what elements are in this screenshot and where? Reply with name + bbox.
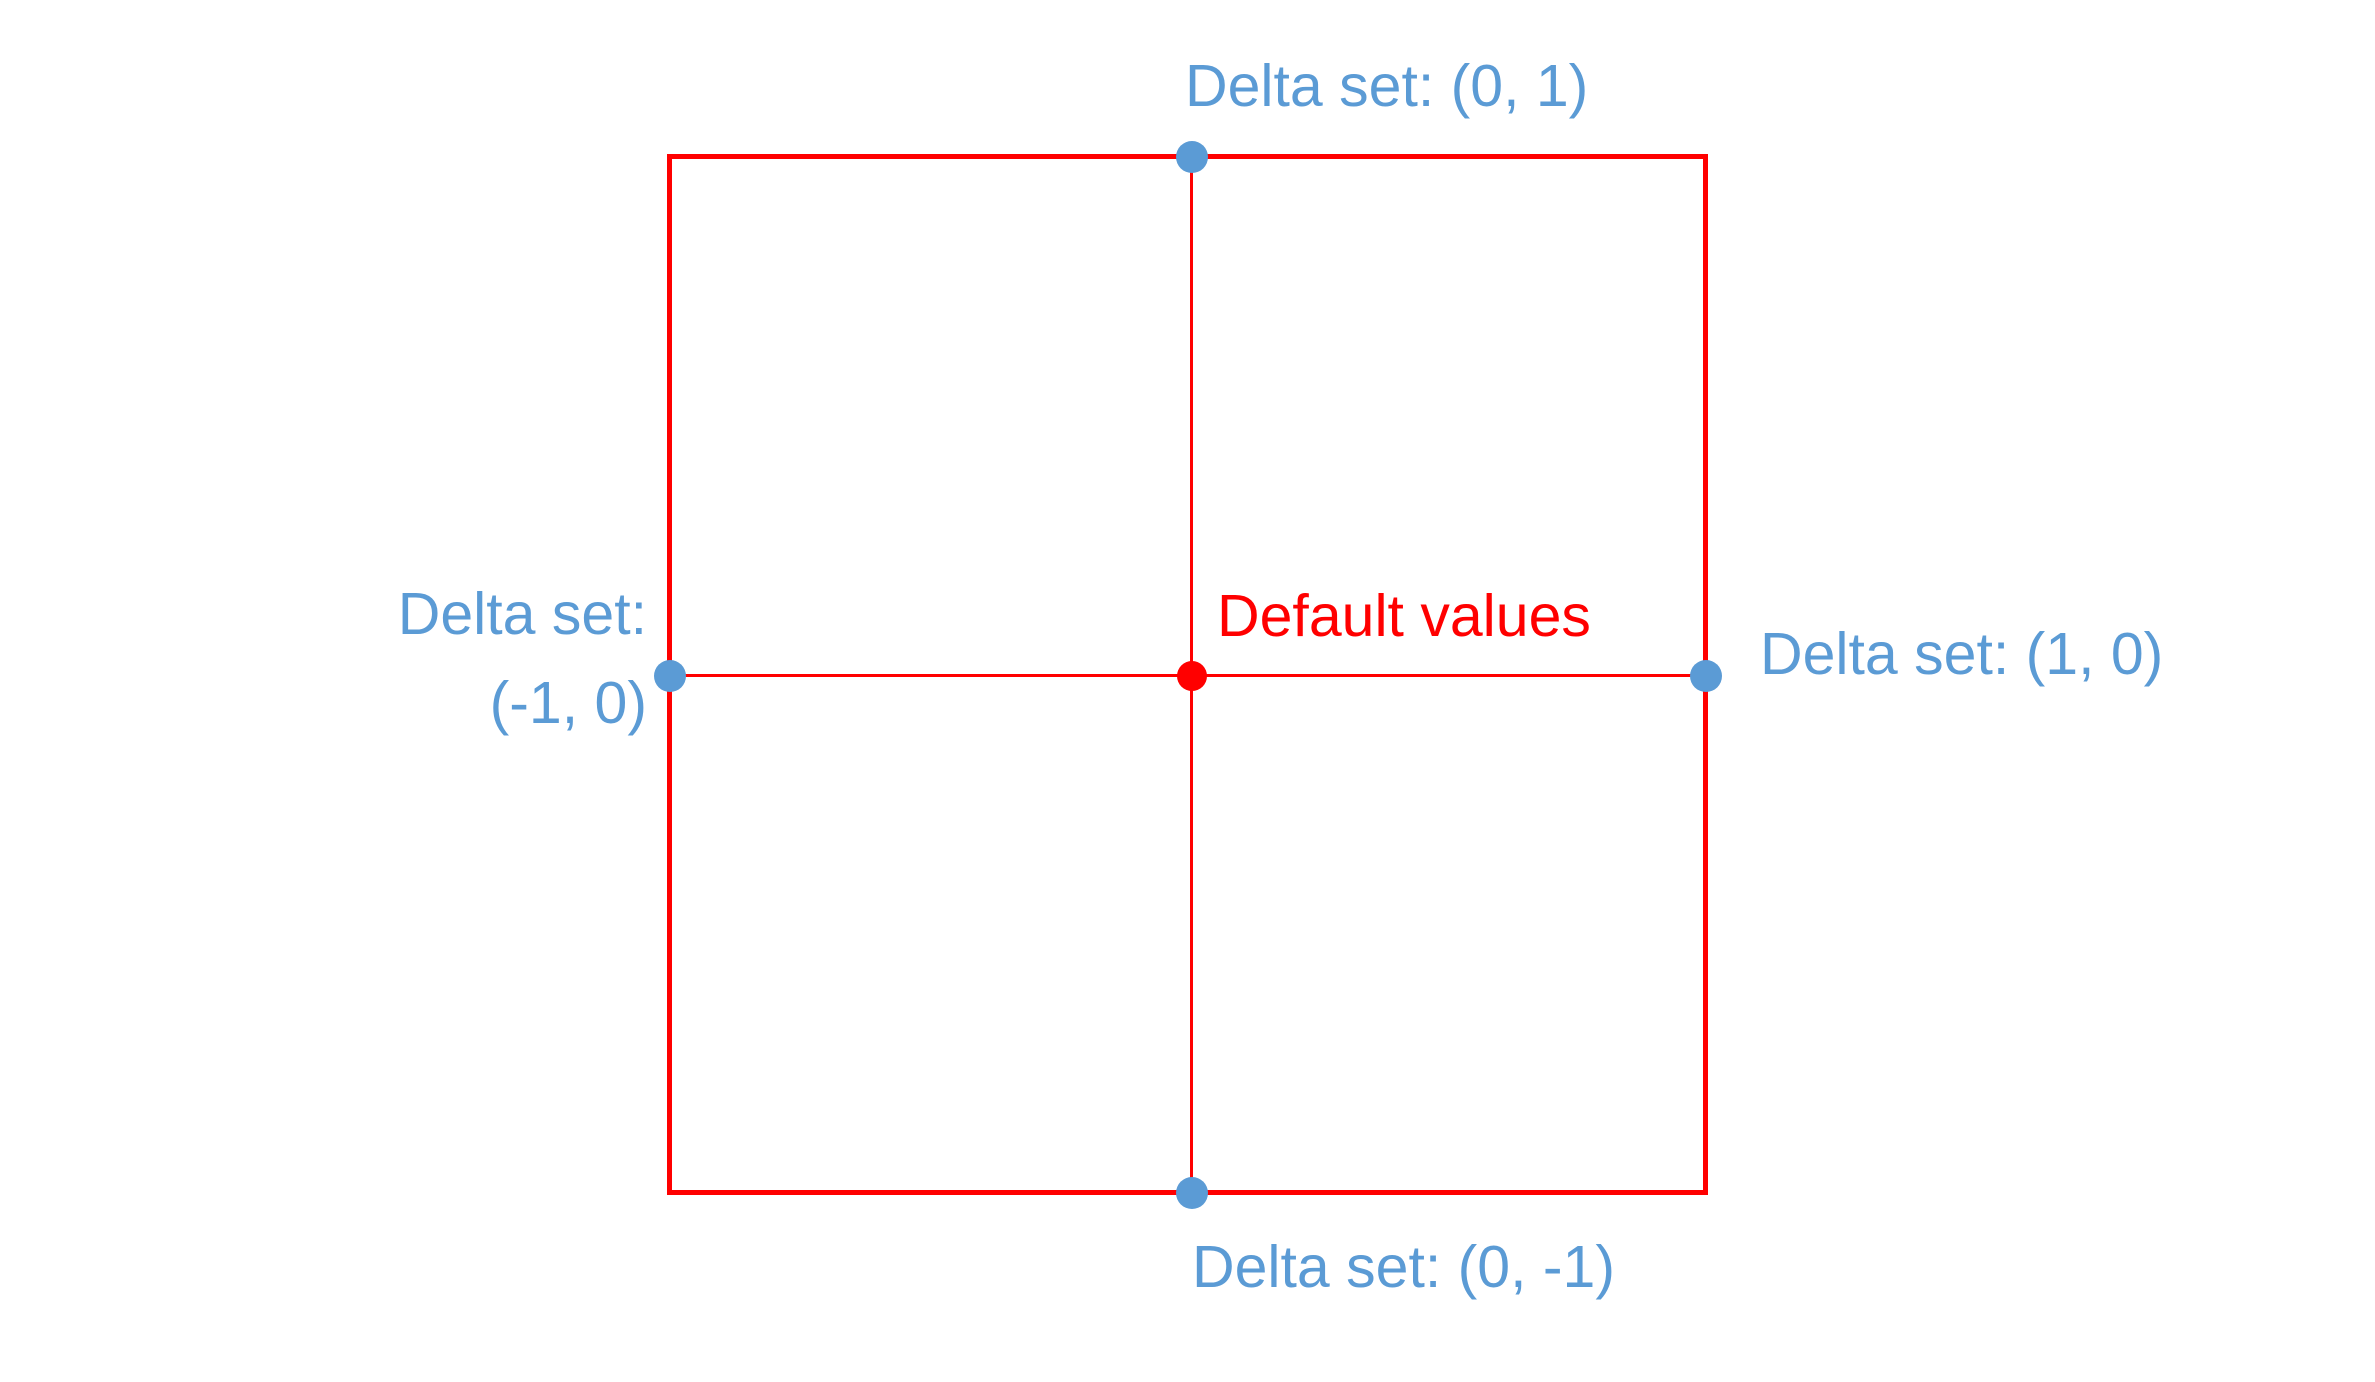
label-delta-left: Delta set: (-1, 0) [300, 570, 647, 747]
marker-dot-center [1177, 661, 1207, 691]
marker-dot-right [1690, 660, 1722, 692]
marker-dot-bottom [1176, 1177, 1208, 1209]
marker-dot-left [654, 660, 686, 692]
marker-dot-top [1176, 141, 1208, 173]
label-delta-bottom: Delta set: (0, -1) [1192, 1234, 1615, 1300]
label-delta-left-line1: Delta set: [397, 581, 647, 647]
label-default-values: Default values [1217, 583, 1591, 649]
label-delta-right: Delta set: (1, 0) [1760, 621, 2164, 687]
label-delta-left-line2: (-1, 0) [489, 669, 647, 736]
label-delta-top: Delta set: (0, 1) [1185, 53, 1589, 119]
